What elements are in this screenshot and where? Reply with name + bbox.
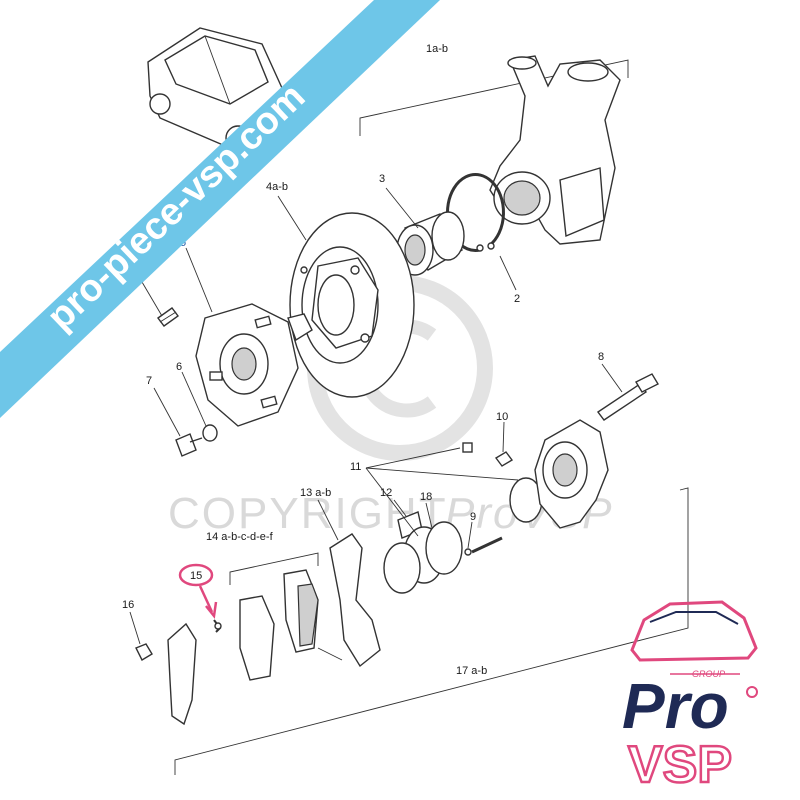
provsp-logo: GROUP Pro VSP: [622, 600, 758, 795]
nut: [135, 643, 153, 661]
car-outline-icon: [630, 600, 758, 662]
caliper-piston: [383, 521, 463, 594]
label-10: 10: [496, 411, 508, 423]
pad-pin: [464, 536, 503, 556]
bracket-1ab: [359, 59, 629, 136]
label-6: 6: [176, 361, 182, 373]
caliper-body: [534, 419, 609, 529]
logo-group-text: GROUP: [692, 669, 725, 679]
label-3: 3: [379, 173, 385, 185]
logo-pro-text: Pro: [622, 670, 729, 742]
brake-pads: [239, 569, 343, 681]
label-7: 7: [146, 375, 152, 387]
label-16: 16: [122, 599, 134, 611]
label-1ab: 1a-b: [426, 43, 448, 55]
anti-rattle-plate: [167, 622, 197, 726]
label-8: 8: [598, 351, 604, 363]
dust-cap: [462, 442, 473, 453]
label-17ab: 17 a-b: [456, 665, 487, 677]
caliper-bracket: [329, 533, 381, 668]
logo-vsp-text: VSP: [628, 736, 732, 794]
bleed-screw: [494, 451, 514, 467]
label-9: 9: [470, 511, 476, 523]
label-12: 12: [380, 487, 392, 499]
bracket-17ab: [174, 487, 689, 775]
label-13ab: 13 a-b: [300, 487, 331, 499]
label-15: 15: [190, 570, 202, 582]
wheel-stud: [157, 307, 179, 327]
label-11: 11: [350, 461, 361, 473]
label-2: 2: [514, 293, 520, 305]
hub-bolt: [175, 433, 203, 457]
steering-knuckle: [489, 55, 621, 245]
pad-spring-clip: [213, 619, 222, 633]
wheel-bearing: [396, 211, 465, 276]
wheel-hub: [195, 303, 313, 427]
label-18: 18: [420, 491, 432, 503]
label-4ab: 4a-b: [266, 181, 288, 193]
watermark-copyright-text: COPYRIGHT: [168, 489, 448, 538]
leader-lines: [129, 187, 623, 645]
highlight-15: [178, 563, 218, 620]
brake-disc: [289, 212, 415, 398]
label-14: 14 a-b-c-d-e-f: [206, 531, 274, 543]
bracket-14: [229, 552, 319, 585]
washer: [202, 424, 218, 442]
caliper-bolt: [596, 373, 659, 421]
